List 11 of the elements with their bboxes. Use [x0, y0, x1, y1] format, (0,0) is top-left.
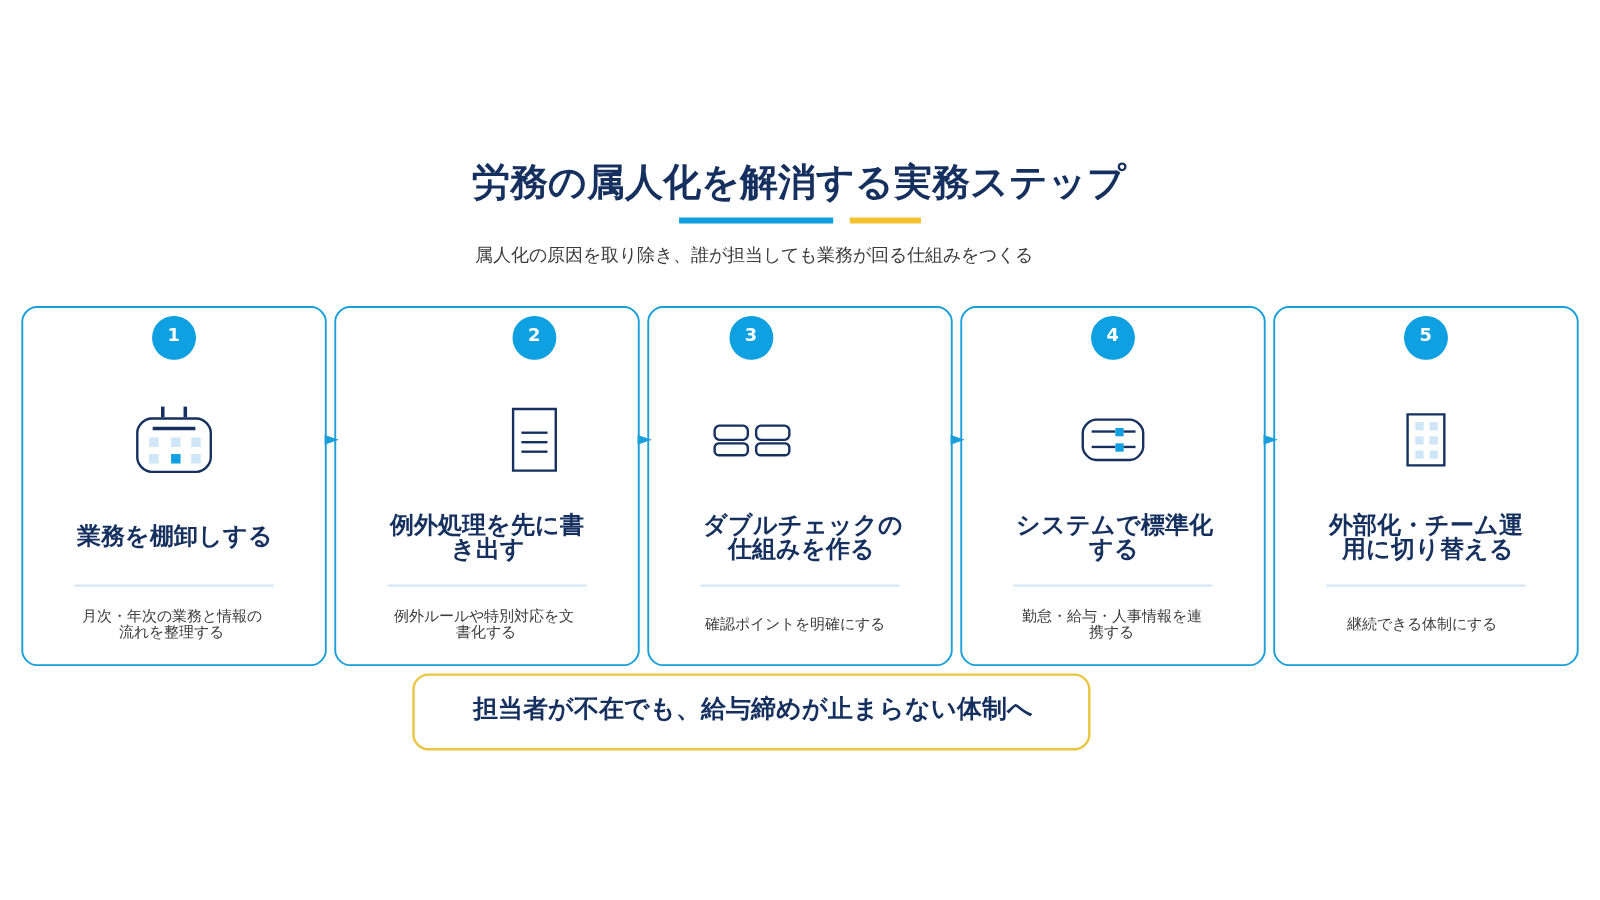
node-circle: 2 — [512, 315, 557, 360]
node-circle: 4 — [1091, 315, 1135, 360]
node-picture — [1081, 418, 1145, 461]
node-circle: 3 — [729, 315, 774, 360]
node-circle: 1 — [152, 315, 196, 360]
node-circle: 5 — [1404, 315, 1448, 360]
node-box: 担当者が不在でも、給与締めが止まらない体制へ — [412, 672, 1091, 750]
diagram-title: 労務の属人化を解消する実務ステップ — [471, 159, 1126, 204]
node-picture — [1406, 412, 1446, 466]
label: 属人化の原因を取り除き、誰が担当しても業務が回る仕組みをつくる — [475, 243, 1034, 265]
node-picture — [511, 407, 557, 472]
